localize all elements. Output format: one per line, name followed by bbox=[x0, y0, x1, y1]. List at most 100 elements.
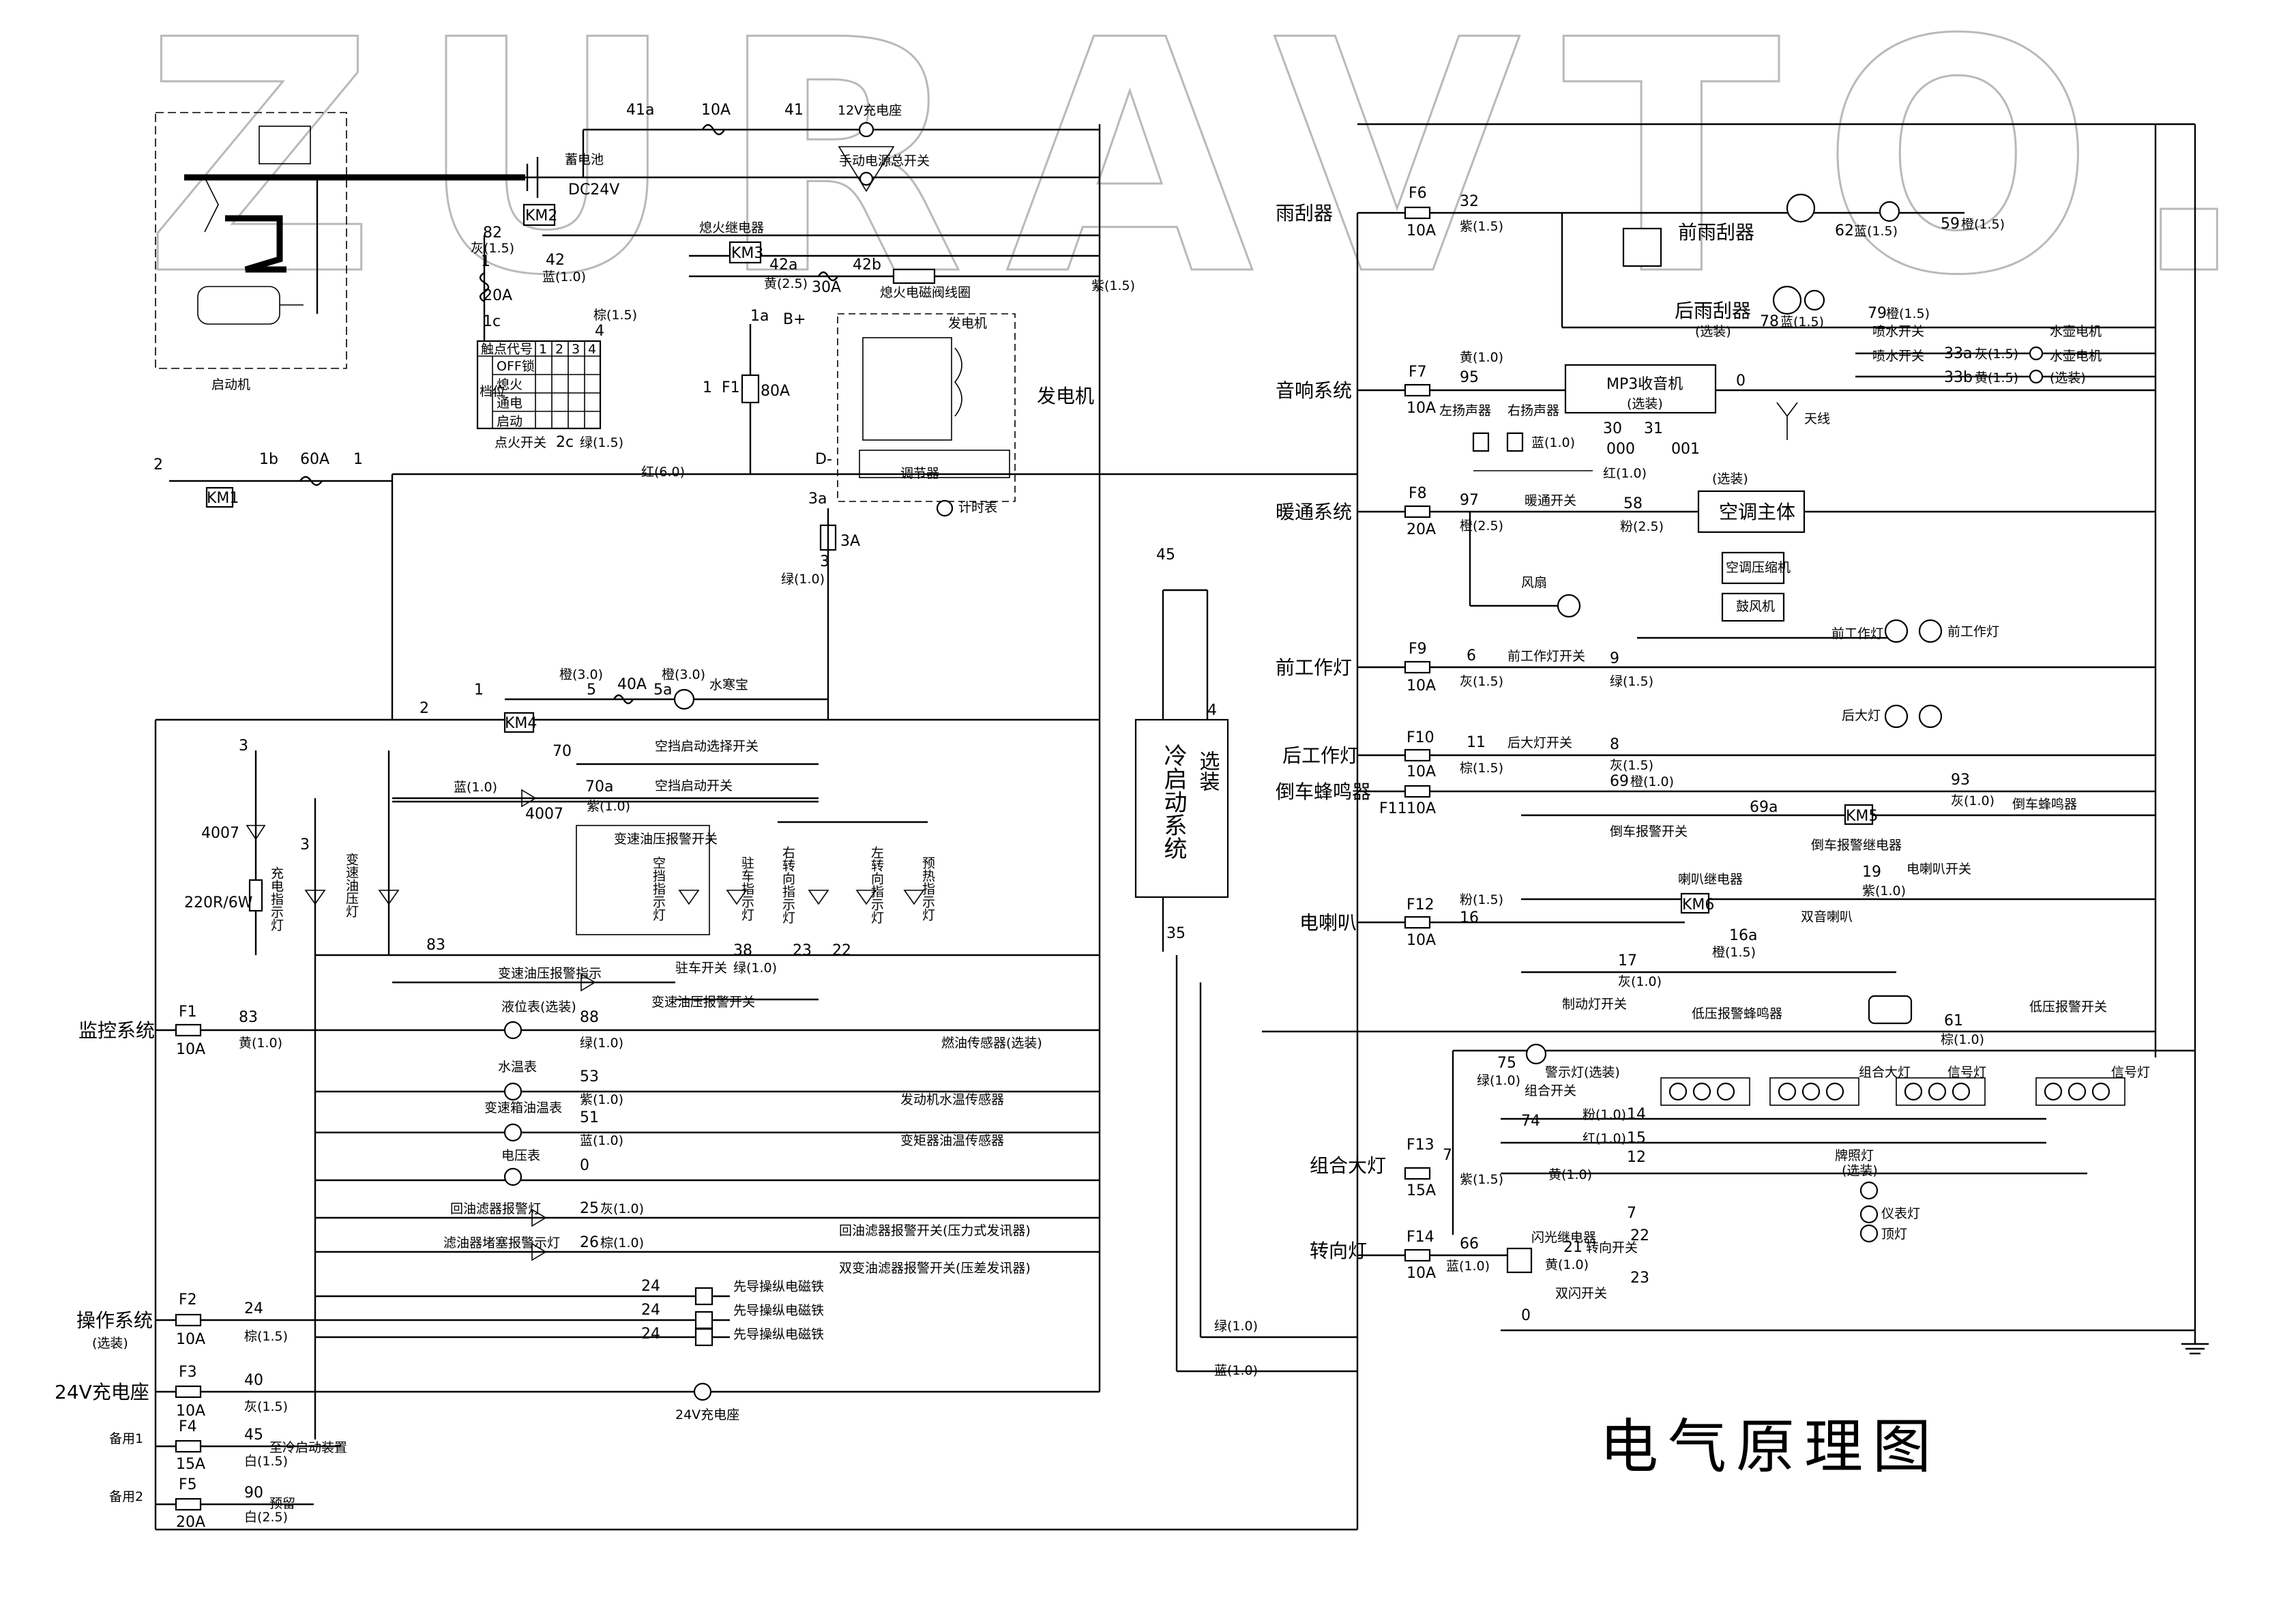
wire-16-color: 粉(1.5) bbox=[1460, 892, 1503, 907]
wire-75-color: 绿(1.0) bbox=[1477, 1073, 1520, 1088]
wire-4: 4 bbox=[595, 323, 604, 340]
wire-33b-color: 黄(1.5) bbox=[1975, 370, 2018, 385]
key-table-row-1: 熄火 bbox=[497, 377, 523, 392]
oil-sensor-label: 变矩器油温传感器 bbox=[900, 1133, 1004, 1148]
wire-16: 16 bbox=[1460, 909, 1479, 926]
diode-4007: 4007 bbox=[201, 825, 239, 842]
hvac-section: 暖通系统 F8 20A 97 橙(2.5) 暖通开关 58 粉(2.5) (选装… bbox=[1276, 471, 2155, 643]
wire-24: 24 bbox=[244, 1300, 263, 1317]
wire-3-color: 绿(1.0) bbox=[781, 572, 825, 587]
fuse-f3-rating: 10A bbox=[176, 1403, 205, 1420]
wire-2-km4: 2 bbox=[420, 700, 429, 717]
km1-row: 2 KM1 1b 60A 1 bbox=[153, 451, 392, 508]
wire-31-color: 红(1.0) bbox=[1603, 466, 1647, 481]
wire-12: 12 bbox=[1627, 1149, 1646, 1166]
wire-7b: 7 bbox=[1627, 1205, 1636, 1222]
b-plus: B+ bbox=[783, 311, 806, 328]
horn-section: 电喇叭 F12 10A 粉(1.5) 16 喇叭继电器 KM6 电喇叭开关 19… bbox=[1262, 862, 2155, 1047]
wire-59: 59 bbox=[1941, 216, 1960, 233]
wire-45-color: 白(1.5) bbox=[244, 1454, 288, 1469]
warn-lamp-label: 警示灯(选装) bbox=[1545, 1065, 1620, 1080]
wire-93-color: 灰(1.0) bbox=[1951, 793, 1995, 808]
wiper-section: 雨刮器 F6 10A 32 紫(1.5) 前雨刮器 62 蓝(1.5) 59 橙… bbox=[1276, 185, 2155, 386]
flameout-relay-label: 熄火继电器 bbox=[699, 220, 764, 235]
wire-40-color: 灰(1.5) bbox=[244, 1399, 288, 1414]
wire-15: 15 bbox=[1627, 1130, 1646, 1147]
battery-voltage: DC24V bbox=[568, 181, 619, 199]
purple15-label: 紫(1.5) bbox=[1091, 278, 1135, 293]
km2-relay bbox=[523, 203, 556, 226]
wire-5: 5 bbox=[587, 682, 596, 699]
wire-14: 14 bbox=[1627, 1106, 1646, 1123]
fuse-10a-top: 10A bbox=[701, 102, 731, 119]
signal-lamp-1-label: 信号灯 bbox=[1947, 1065, 1986, 1080]
wire-6: 6 bbox=[1467, 647, 1476, 664]
wire-75: 75 bbox=[1497, 1055, 1516, 1072]
km1-label: KM1 bbox=[207, 490, 239, 507]
battery: 蓄电池 DC24V bbox=[526, 152, 619, 199]
wire-1-main: 1 bbox=[703, 379, 712, 396]
key-table-row-0: OFF锁 bbox=[497, 359, 535, 374]
wire-45: 45 bbox=[1156, 546, 1175, 564]
flow-filter-lamp-label: 滤油器堵塞报警示灯 bbox=[443, 1235, 560, 1251]
wire-33a: 33a bbox=[1944, 345, 1972, 362]
front-lamp-label: 前工作灯 bbox=[1831, 626, 1883, 641]
antenna-label: 天线 bbox=[1804, 411, 1830, 426]
group-label-hvac: 暖通系统 bbox=[1276, 501, 1352, 523]
front-work-lamp-section: 前工作灯 F9 10A 6 灰(1.5) 前工作灯开关 9 绿(1.5) 后大灯 bbox=[1276, 641, 2155, 729]
km4-row: 1 2 KM4 橙(3.0) 5 40A 5a 橙(3.0) 水寒宝 bbox=[420, 667, 828, 733]
park-indicator-label: 驻车指示灯 bbox=[739, 856, 754, 921]
wire-69: 69 bbox=[1610, 773, 1629, 790]
wire-11-color: 棕(1.5) bbox=[1460, 761, 1503, 776]
fuse-20a: 20A bbox=[483, 287, 512, 304]
fuse-40a: 40A bbox=[617, 676, 647, 693]
spare-2-row: 备用2 F5 20A 90 白(2.5) 预留 bbox=[109, 1476, 314, 1531]
fuse-f5-rating: 20A bbox=[176, 1514, 205, 1531]
flash-relay-label: 闪光继电器 bbox=[1531, 1230, 1596, 1245]
key-switch-label: 点火开关 bbox=[495, 435, 546, 450]
wire-90-color: 白(2.5) bbox=[244, 1510, 288, 1525]
wire-42a-color: 黄(2.5) bbox=[764, 276, 808, 291]
rear-switch-label: 后大灯开关 bbox=[1507, 735, 1572, 750]
green10-label: 绿(1.0) bbox=[1214, 1319, 1258, 1334]
fuse-f2: F2 bbox=[179, 1291, 197, 1308]
wire-35: 35 bbox=[1166, 925, 1186, 942]
fuse-f7-rating: 10A bbox=[1407, 400, 1436, 417]
wire-95: 95 bbox=[1460, 369, 1479, 386]
right-turn-indicator-label: 右转向指示灯 bbox=[780, 846, 795, 924]
fuse-80a: 80A bbox=[761, 383, 790, 400]
wire-58: 58 bbox=[1623, 495, 1643, 512]
wire-70: 70 bbox=[553, 743, 572, 760]
fuse-f11-rating: 10A bbox=[1407, 800, 1436, 817]
wire-1-bus: 1 bbox=[353, 451, 363, 468]
combination-lamp-section: 75 绿(1.0) 警示灯(选装) 组合开关 74 粉(1.0) 14 红(1.… bbox=[1310, 1043, 2195, 1243]
wire-66-color: 蓝(1.0) bbox=[1446, 1259, 1490, 1274]
wire-82: 82 bbox=[483, 224, 502, 242]
monitor-system: 监控系统 F1 10A 83 黄(1.0) 液位表(选装) 88 绿(1.0) … bbox=[78, 999, 1100, 1276]
fuse-f13-rating: 15A bbox=[1407, 1182, 1436, 1199]
wire-69a: 69a bbox=[1750, 799, 1778, 816]
generator-box-label: 发电机 bbox=[948, 316, 987, 331]
wire-0-antenna: 0 bbox=[1736, 372, 1746, 390]
audio-section: 音响系统 F7 10A 黄(1.0) 95 MP3收音机 (选装) 0 天线 左… bbox=[1276, 350, 2155, 481]
wire-78: 78 bbox=[1760, 313, 1779, 330]
plate-lamp-label: 牌照灯 bbox=[1835, 1148, 1874, 1163]
right-speaker-label: 右扬声器 bbox=[1507, 403, 1559, 418]
key-table-header-2: 2 bbox=[555, 342, 563, 357]
left-turn-indicator-label: 左转向指示灯 bbox=[869, 846, 884, 924]
wire-88-color: 绿(1.0) bbox=[580, 1036, 623, 1051]
wire-41: 41 bbox=[784, 102, 804, 119]
wire-8-color: 灰(1.5) bbox=[1610, 758, 1653, 773]
wire-53: 53 bbox=[580, 1068, 599, 1085]
wire-62: 62 bbox=[1835, 222, 1854, 239]
wire-9: 9 bbox=[1610, 650, 1619, 667]
diagram-title: 电气原理图 bbox=[1600, 1413, 1941, 1481]
key-table-header-1: 1 bbox=[539, 342, 547, 357]
diode-4007b: 4007 bbox=[525, 806, 563, 823]
rev-relay-label: 倒车报警继电器 bbox=[1811, 838, 1902, 853]
wire-83: 83 bbox=[239, 1009, 258, 1026]
ac-auto-sw-label: 空挡启动开关 bbox=[655, 778, 733, 793]
master-switch-label: 手动电源总开关 bbox=[839, 153, 930, 169]
resistor-220r: 220R/6W bbox=[184, 894, 253, 911]
